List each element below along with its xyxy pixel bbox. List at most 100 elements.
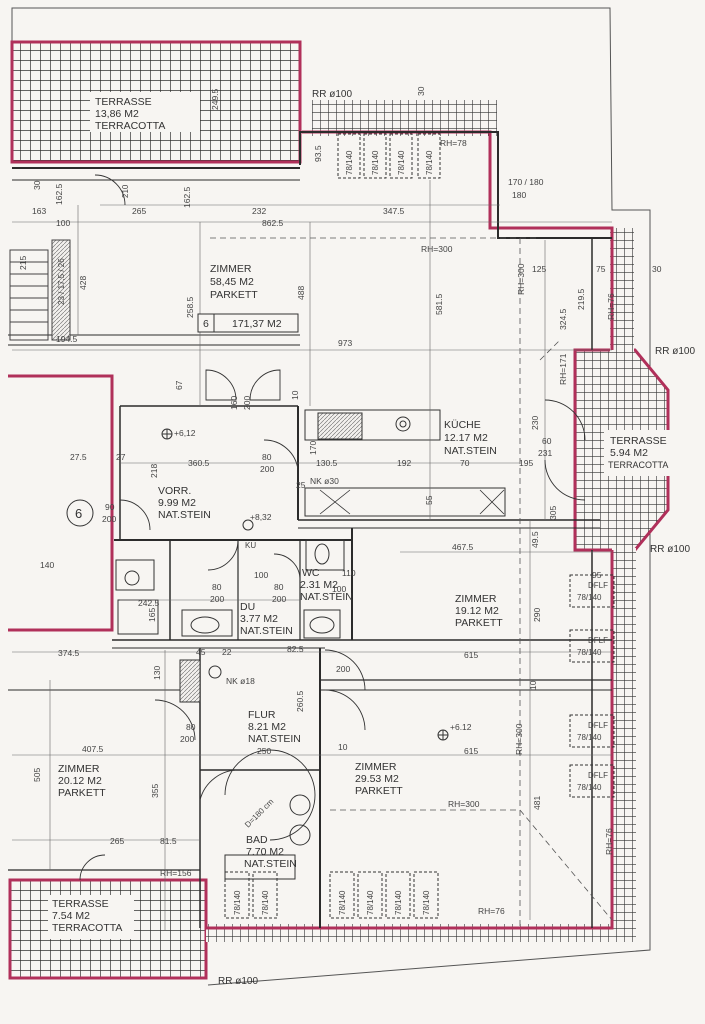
dim-615-a: 615 [464,650,478,660]
flur-floor: NAT.STEIN [248,733,301,745]
dim-55: 55 [424,495,434,505]
dim-27-5: 27.5 [70,452,87,462]
roof-windows [224,133,615,919]
dflf-bottom-3: 78/140 [394,890,403,915]
flur-name: FLUR [248,709,276,721]
dim-290: 290 [532,608,542,622]
dflf-top-4: 78/140 [425,150,434,175]
kitchen-counter [304,409,441,441]
rr-top: RR ø100 [312,89,352,100]
dim-218: 218 [149,464,159,478]
unit-circle-number: 6 [75,506,82,521]
dim-200-d: 200 [210,594,224,604]
stairs-label: 23 / 17,5 / 26 [57,258,66,305]
terrace-top-floor: TERRACOTTA [95,120,165,132]
dim-219-5: 219.5 [576,288,586,310]
dim-80-c: 80 [274,582,284,592]
rr-right-2: RR ø100 [650,544,690,555]
right-strip-top [610,228,634,353]
dim-265-a: 265 [132,206,146,216]
nk-18: NK ø18 [226,676,255,686]
dim-200-b: 200 [260,464,274,474]
nk-30: NK ø30 [310,476,339,486]
dim-70: 70 [460,458,470,468]
dim-10-c: 10 [338,742,348,752]
zimmer-19-area: 19.12 M2 [455,605,499,617]
rr-bottom: RR ø100 [218,976,258,987]
unit-box-number: 6 [203,318,209,330]
zimmer-20-name: ZIMMER [58,763,100,775]
dim-200-e: 200 [272,594,286,604]
bad-name: BAD [246,834,268,846]
dim-80-b: 80 [212,582,222,592]
dim-481: 481 [532,796,542,810]
dim-80-d: 80 [186,722,196,732]
terrace-bottom-floor: TERRACOTTA [52,922,122,934]
rh-300-b: RH=300 [448,799,480,809]
zimmer-19-name: ZIMMER [455,593,497,605]
du-name: DU [240,601,255,613]
zimmer-main-name: ZIMMER [210,263,252,275]
rh-78: RH=78 [440,138,467,148]
zimmer-29-area: 29.53 M2 [355,773,399,785]
dim-242-5: 242.5 [138,598,160,608]
rh-300-v1: RH=300 [516,263,526,295]
du-floor: NAT.STEIN [240,625,293,637]
dim-165: 165 [147,608,157,622]
unit-box-area: 171,37 M2 [232,318,282,330]
terrace-right-floor: TERRACOTTA [608,460,668,470]
dim-160: 160 [229,396,239,410]
zimmer-19-floor: PARKETT [455,617,503,629]
terrace-right-label-bg [604,430,670,476]
vorr-name: VORR. [158,485,191,497]
rh-300-a: RH=300 [421,244,453,254]
rh-300-v2: RH=300 [514,723,524,755]
dim-355: 355 [150,784,160,798]
dim-194-5: 194.5 [56,334,78,344]
bad-area: 7.70 M2 [246,846,284,858]
dim-232: 232 [252,206,266,216]
dim-30-a: 30 [652,264,662,274]
dim-30-c: 30 [416,86,426,96]
rh-76-b: RH=76 [604,828,614,855]
dflf-right-4: 78/140 [577,783,602,792]
dim-505: 505 [32,768,42,782]
terrace-right-area: 5.94 M2 [610,447,648,459]
dim-324-5: 324.5 [558,308,568,330]
dim-162-5-a: 162.5 [54,183,64,205]
dflf-right-4-name: DFLF [588,771,608,780]
dflf-right-3-name: DFLF [588,721,608,730]
wc-area: 2.31 M2 [300,579,338,591]
terrace-top-area: 13,86 M2 [95,108,139,120]
dflf-top-3: 78/140 [397,150,406,175]
dim-130-5: 130.5 [316,458,338,468]
rh-171: RH=171 [558,353,568,385]
dflf-right-2-name: DFLF [588,636,608,645]
dim-170: 170 [308,441,318,455]
level-612-b: +6.12 [450,722,472,732]
zimmer-20-floor: PARKETT [58,787,106,799]
dflf-bottom-4: 78/140 [422,890,431,915]
dim-195: 195 [519,458,533,468]
dim-27: 27 [116,452,126,462]
flur-area: 8.21 M2 [248,721,286,733]
dim-93-5: 93.5 [313,145,323,162]
dim-10-a: 10 [290,390,300,400]
dflf-top-1: 78/140 [345,150,354,175]
dim-488: 488 [296,286,306,300]
dimension-numbers: 973 862.5 232 347.5 265 163 100 194.5 42… [18,86,662,846]
dim-215: 215 [18,256,28,270]
dim-22: 22 [222,647,232,657]
dim-200-f: 200 [180,734,194,744]
top-window-strip [312,100,497,136]
dim-200-g: 200 [336,664,350,674]
dim-163: 163 [32,206,46,216]
dim-260-5: 260.5 [295,690,305,712]
dflf-bath-1: 78/140 [233,890,242,915]
rh-76-c: RH=76 [478,906,505,916]
dim-973: 973 [338,338,352,348]
terrace-bottom-label-bg [48,895,134,939]
vorr-floor: NAT.STEIN [158,509,211,521]
zimmer-29-name: ZIMMER [355,761,397,773]
dim-407-5: 407.5 [82,744,104,754]
